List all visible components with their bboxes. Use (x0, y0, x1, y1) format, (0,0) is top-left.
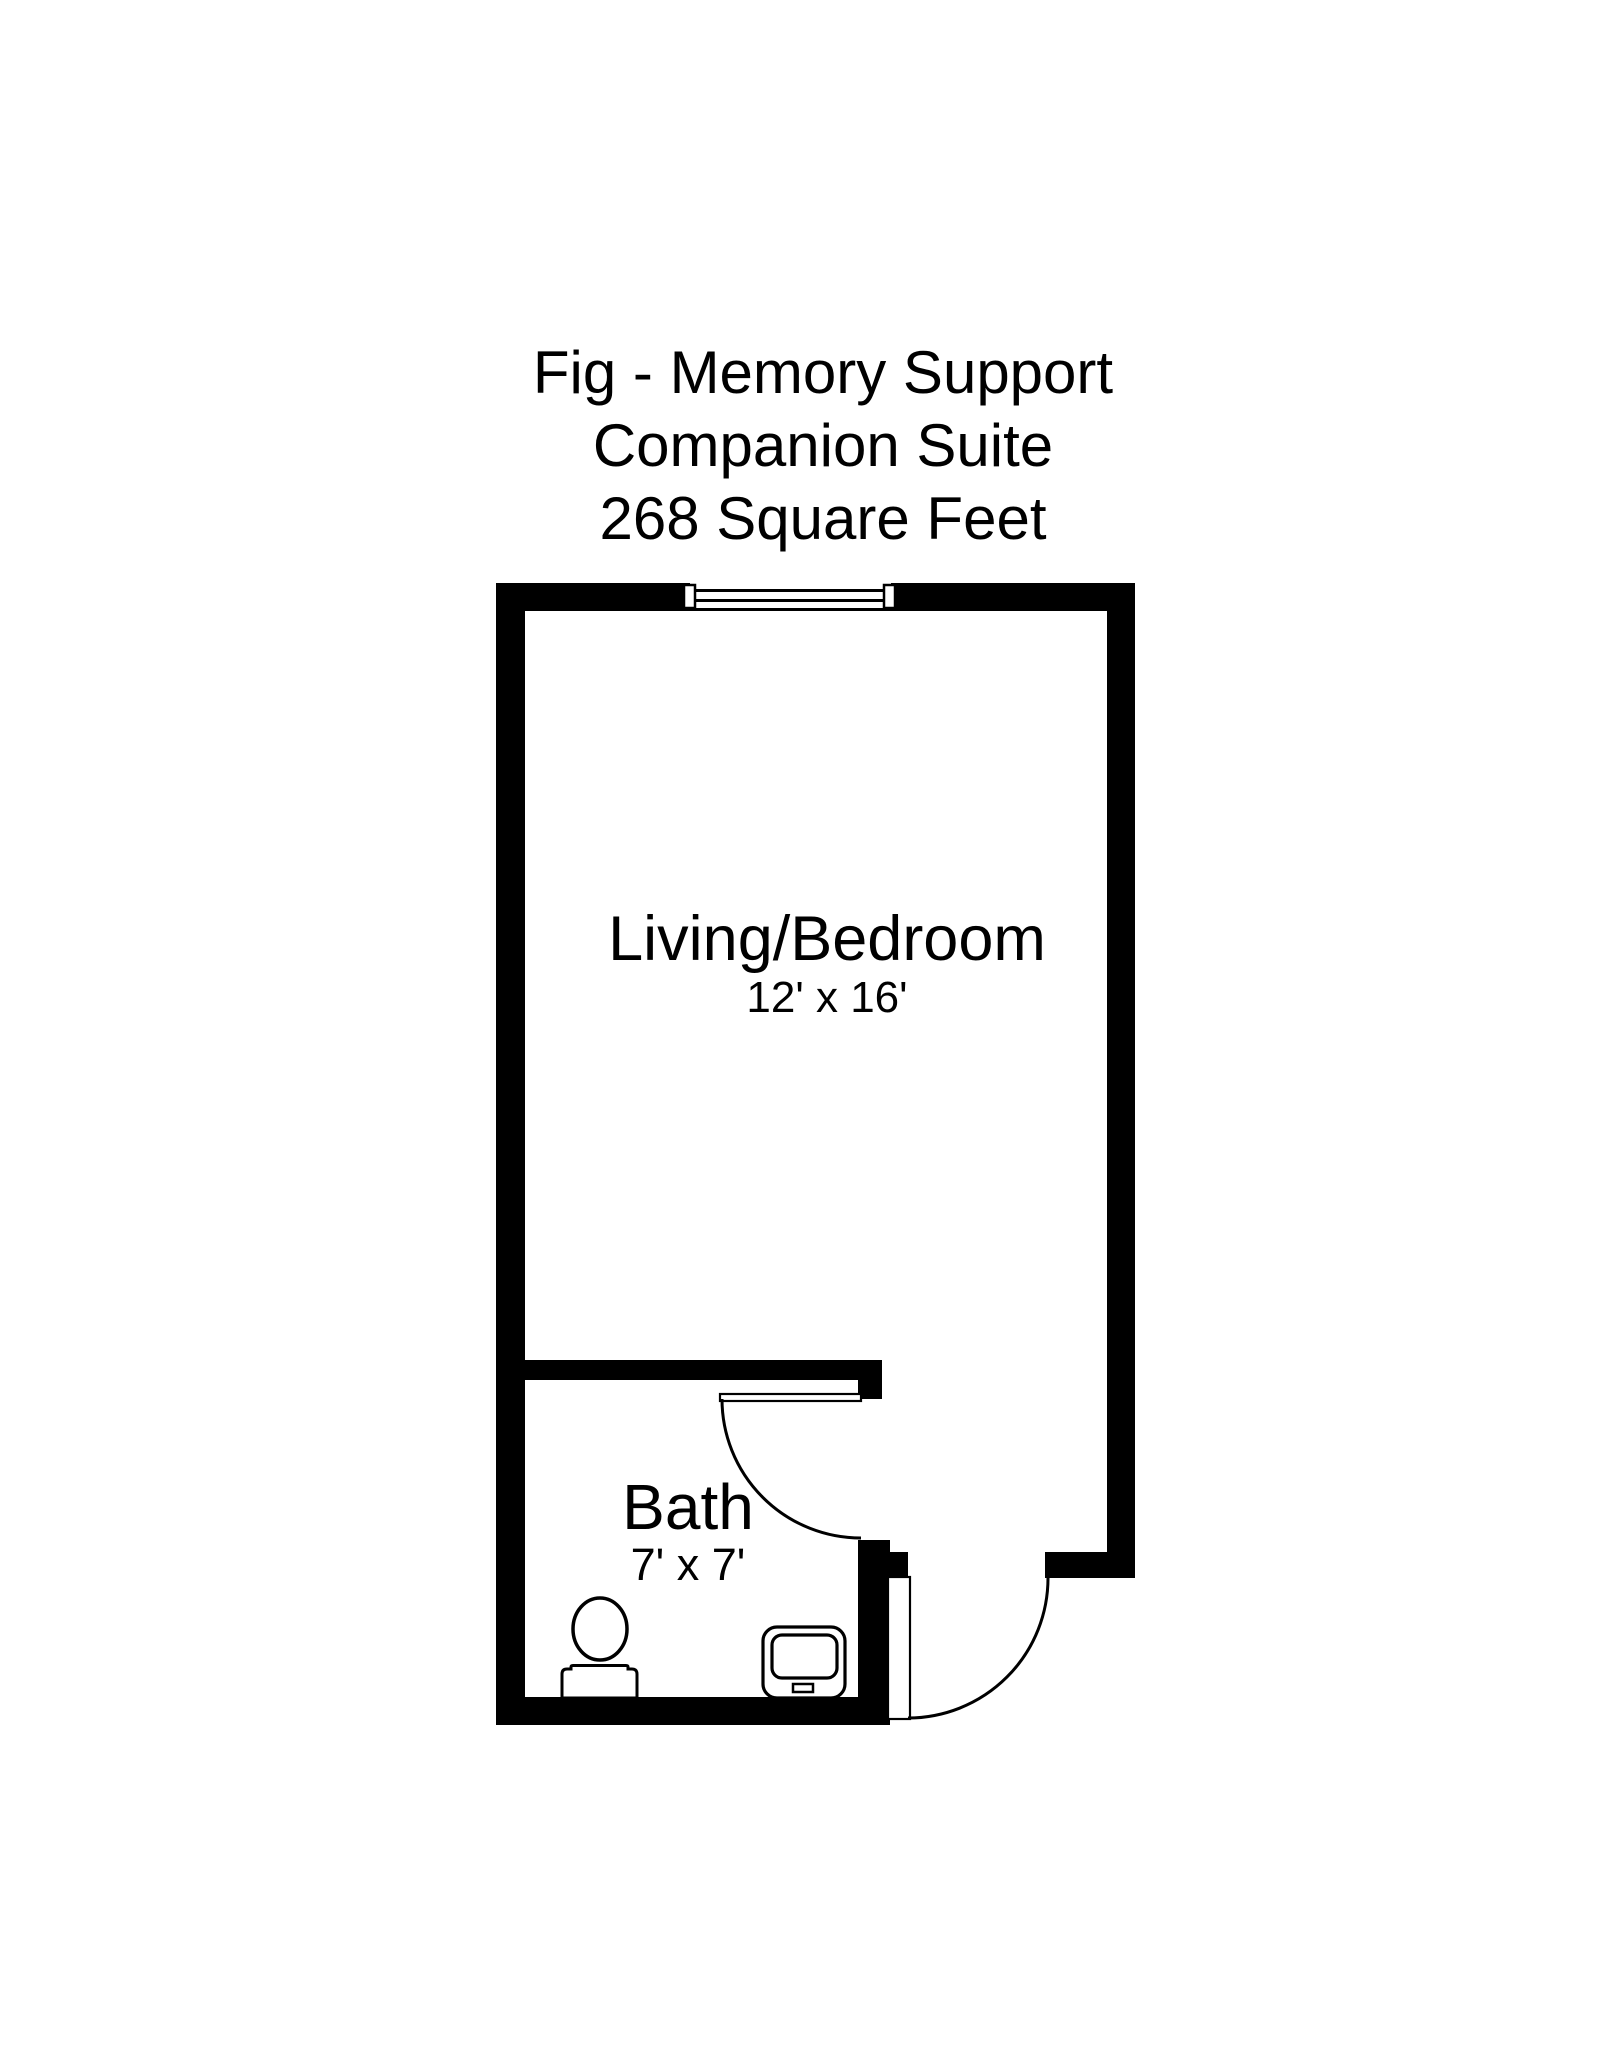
window-glass-line-outer (690, 589, 891, 592)
wall-left (496, 583, 525, 1725)
bath-door-hinge-jamb (858, 1380, 882, 1399)
window-glass-line-inner (690, 608, 891, 611)
window-jamb-right (882, 583, 897, 610)
bath-room-name: Bath (622, 1471, 754, 1543)
bath-door (718, 1392, 863, 1540)
figure-title-line-1: Fig - Memory Support (532, 339, 1114, 406)
bath-door-swing-arc (720, 1398, 862, 1540)
wall-bottom (496, 1697, 890, 1725)
sink-icon (761, 1625, 847, 1700)
entry-door-leaf (886, 1575, 912, 1721)
window (682, 583, 897, 611)
bath-room-dimensions: 7' x 7' (630, 1539, 746, 1590)
wall-top-left-segment (496, 583, 690, 611)
interior-walls (496, 1360, 908, 1725)
living-room-name: Living/Bedroom (608, 904, 1046, 974)
entry-door-hinge-jamb (858, 1552, 908, 1578)
window-jamb-left (682, 583, 697, 610)
figure-title: Fig - Memory Support Companion Suite 268… (423, 336, 1223, 555)
living-room-label: Living/Bedroom 12' x 16' (427, 908, 1227, 1025)
wall-right-entry-jamb (1045, 1552, 1135, 1578)
entry-door (886, 1575, 1050, 1721)
toilet-tank (560, 1664, 639, 1700)
entry-door-swing-arc (907, 1577, 1050, 1720)
toilet-bowl (571, 1596, 629, 1662)
window-glass-line-middle (690, 599, 891, 602)
figure-title-line-2: Companion Suite (592, 412, 1054, 479)
sink-basin (770, 1633, 839, 1680)
bath-door-leaf (718, 1392, 863, 1403)
figure-title-line-3: 268 Square Feet (599, 485, 1047, 552)
wall-right (1107, 583, 1135, 1578)
sink-drawer (791, 1682, 815, 1694)
exterior-walls (496, 583, 1135, 1725)
toilet-icon (560, 1596, 639, 1700)
wall-top-right-segment (891, 583, 1135, 611)
living-room-dimensions: 12' x 16' (746, 973, 908, 1022)
bath-room-label: Bath 7' x 7' (488, 1471, 888, 1592)
wall-bath-dividing (496, 1360, 882, 1380)
